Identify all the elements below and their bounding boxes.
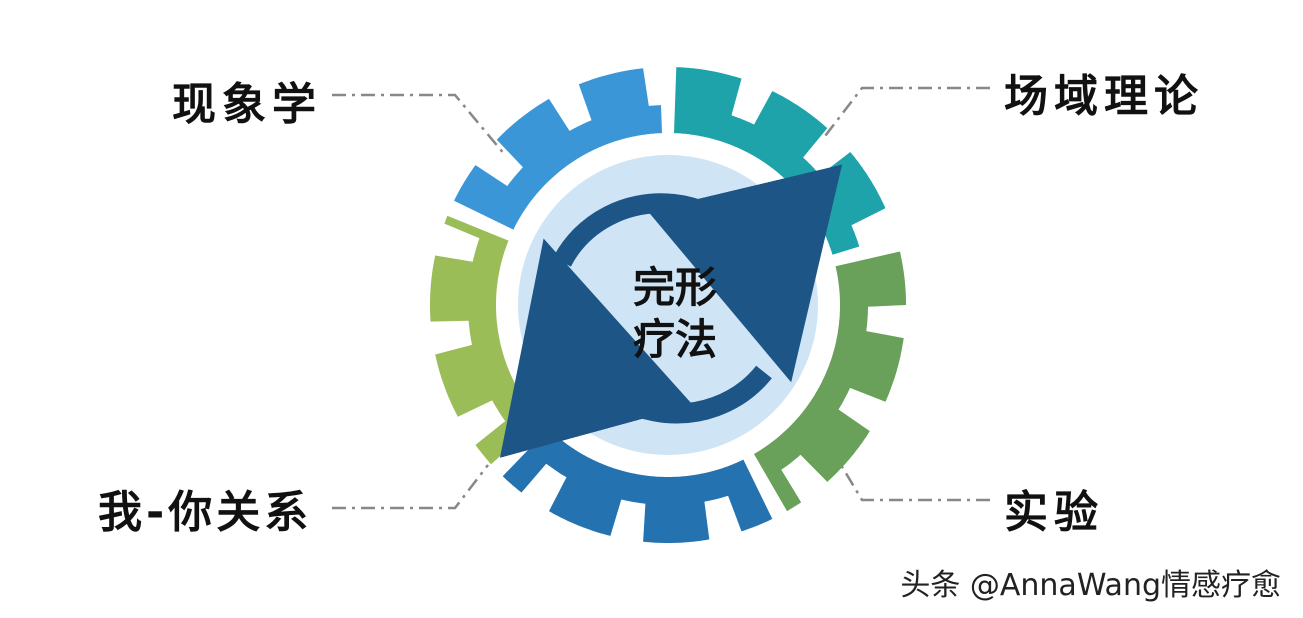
cycle-arrow-bottom xyxy=(500,238,772,458)
connector-lines xyxy=(332,86,990,510)
connector-top-right xyxy=(821,86,990,141)
connector-bottom-left xyxy=(332,464,489,510)
watermark: 头条 @AnnaWang情感疗愈 xyxy=(900,568,1281,603)
center-title-line2: 疗法 xyxy=(632,315,717,364)
connector-bottom-right xyxy=(833,454,990,502)
label-experiment: 实验 xyxy=(1004,487,1104,538)
center-title: 完形 疗法 xyxy=(600,262,750,366)
cycle-arrow-top xyxy=(553,164,842,383)
label-i-thou-relationship: 我-你关系 xyxy=(98,487,313,538)
gear-segment-top-left xyxy=(454,68,662,230)
label-field-theory: 场域理论 xyxy=(1004,71,1204,122)
cycle-arrows xyxy=(500,164,842,458)
connector-top-left xyxy=(332,93,506,156)
label-phenomenology: 现象学 xyxy=(172,79,322,130)
center-title-line1: 完形 xyxy=(632,263,717,312)
